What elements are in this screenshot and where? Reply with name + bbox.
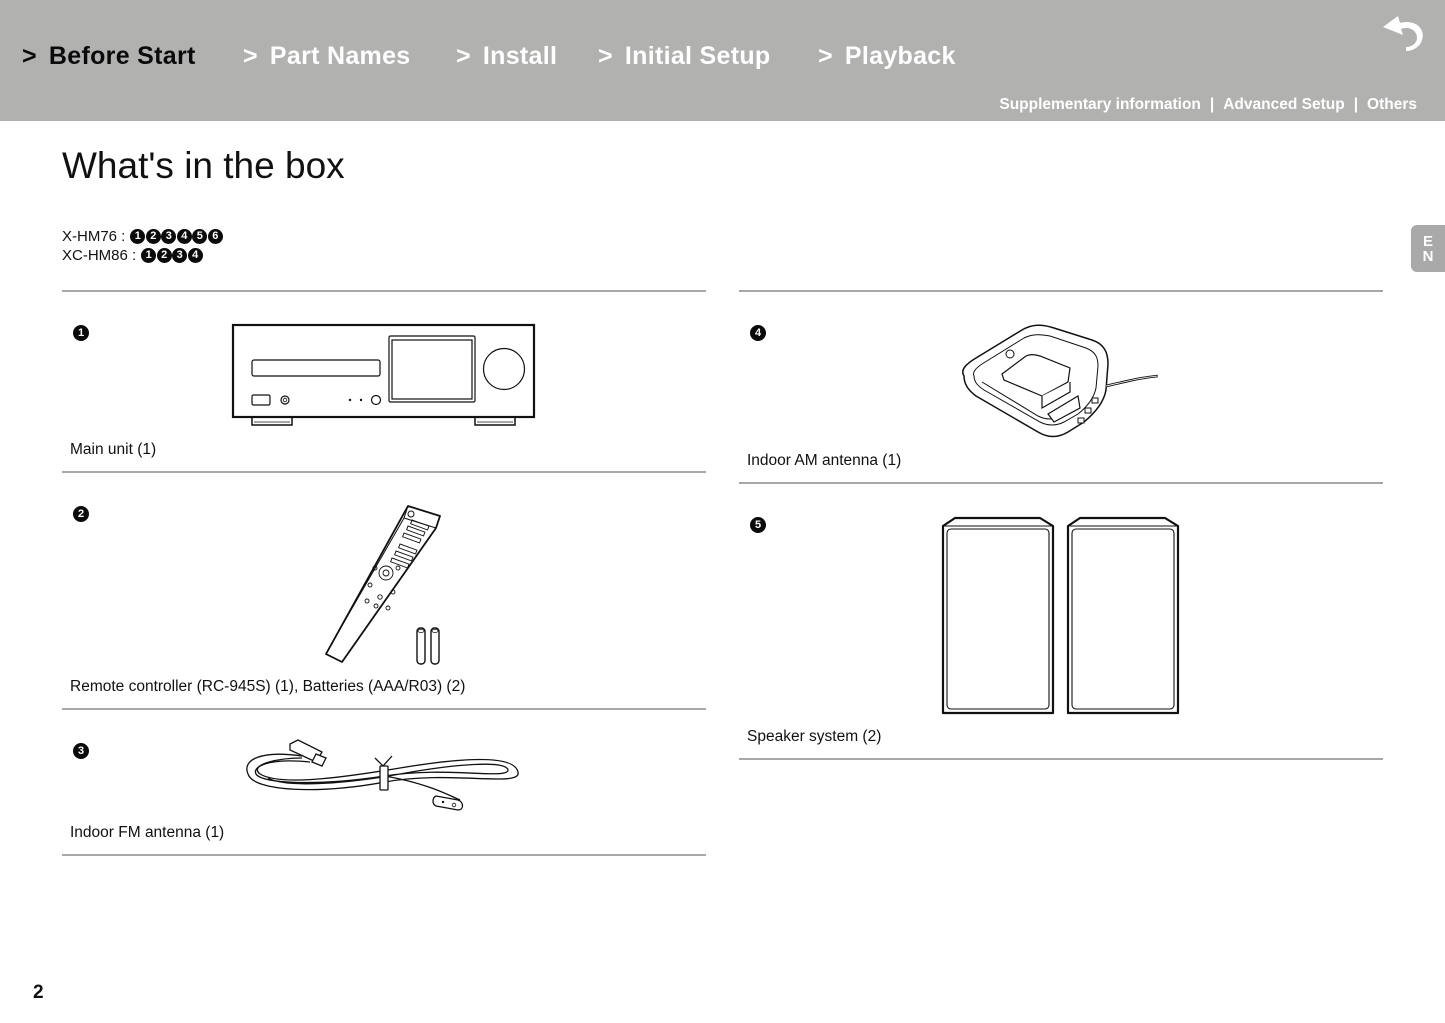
divider bbox=[739, 482, 1383, 484]
tab-install[interactable]: > Install bbox=[456, 42, 557, 71]
item-label: Indoor FM antenna (1) bbox=[70, 824, 225, 841]
item-label: Main unit (1) bbox=[70, 441, 157, 458]
divider bbox=[62, 854, 706, 856]
link-advanced-setup[interactable]: Advanced Setup bbox=[1223, 96, 1345, 113]
divider bbox=[62, 708, 706, 710]
item-number-badge: 1 bbox=[73, 325, 89, 341]
item-number-badge: 3 bbox=[73, 743, 89, 759]
divider bbox=[62, 471, 706, 473]
number-badge: 5 bbox=[192, 229, 208, 244]
chevron-right-icon: > bbox=[243, 42, 258, 70]
am-antenna-illustration bbox=[962, 324, 1159, 438]
item-number-list: 1 2 3 4 5 6 bbox=[130, 229, 223, 244]
language-letter: N bbox=[1422, 248, 1434, 265]
number-badge: 2 bbox=[156, 248, 172, 263]
main-unit-illustration bbox=[231, 323, 536, 426]
language-letter: E bbox=[1422, 233, 1433, 250]
page-number: 2 bbox=[33, 982, 44, 1003]
tab-part-names[interactable]: > Part Names bbox=[243, 42, 410, 71]
link-others[interactable]: Others bbox=[1367, 96, 1417, 113]
item-label: Remote controller (RC-945S) (1), Batteri… bbox=[70, 678, 466, 695]
chevron-right-icon: > bbox=[456, 42, 471, 70]
link-supplementary-information[interactable]: Supplementary information bbox=[999, 96, 1201, 113]
number-badge: 3 bbox=[172, 248, 188, 263]
header-bar: > Before Start > Part Names > Install > Init… bbox=[0, 0, 1445, 121]
separator: | bbox=[1209, 96, 1215, 113]
tab-before-start[interactable]: > Before Start bbox=[22, 42, 196, 71]
number-badge: 1 bbox=[130, 229, 146, 244]
back-button[interactable] bbox=[1380, 14, 1428, 54]
model-line-x-hm76: X-HM76 : 1 2 3 4 5 6 bbox=[62, 228, 223, 245]
speaker-system-illustration bbox=[941, 516, 1180, 715]
number-badge: 6 bbox=[207, 229, 223, 244]
tab-label: Playback bbox=[844, 42, 956, 70]
tab-label: Part Names bbox=[269, 42, 411, 70]
model-line-xc-hm86: XC-HM86 : 1 2 3 4 bbox=[62, 247, 203, 264]
remote-controller-illustration bbox=[325, 505, 441, 665]
number-badge: 3 bbox=[161, 229, 177, 244]
number-badge: 2 bbox=[145, 229, 161, 244]
tab-label: Initial Setup bbox=[624, 42, 771, 70]
number-badge: 4 bbox=[176, 229, 192, 244]
return-arrow-icon bbox=[1383, 16, 1423, 51]
item-label: Indoor AM antenna (1) bbox=[747, 452, 902, 469]
tab-playback[interactable]: > Playback bbox=[818, 42, 956, 71]
separator: | bbox=[1353, 96, 1359, 113]
number-badge: 1 bbox=[141, 248, 157, 263]
divider bbox=[62, 290, 706, 292]
chevron-right-icon: > bbox=[22, 42, 37, 70]
item-number-badge: 5 bbox=[750, 517, 766, 533]
item-number-list: 1 2 3 4 bbox=[141, 248, 203, 263]
divider bbox=[739, 290, 1383, 292]
item-label: Speaker system (2) bbox=[747, 728, 882, 745]
page-title: What's in the box bbox=[62, 145, 345, 186]
number-badge: 4 bbox=[187, 248, 203, 263]
tab-initial-setup[interactable]: > Initial Setup bbox=[598, 42, 770, 71]
chevron-right-icon: > bbox=[818, 42, 833, 70]
language-tab[interactable]: E N bbox=[1411, 225, 1445, 272]
model-name: X-HM76 : bbox=[62, 228, 126, 245]
item-number-badge: 2 bbox=[73, 506, 89, 522]
item-number-badge: 4 bbox=[750, 325, 766, 341]
model-name: XC-HM86 : bbox=[62, 247, 137, 264]
secondary-nav: Supplementary information | Advanced Setup… bbox=[999, 96, 1417, 114]
tab-label: Install bbox=[482, 42, 558, 70]
tab-label: Before Start bbox=[48, 42, 196, 70]
chevron-right-icon: > bbox=[598, 42, 613, 70]
fm-antenna-illustration bbox=[246, 739, 519, 811]
divider bbox=[739, 758, 1383, 760]
